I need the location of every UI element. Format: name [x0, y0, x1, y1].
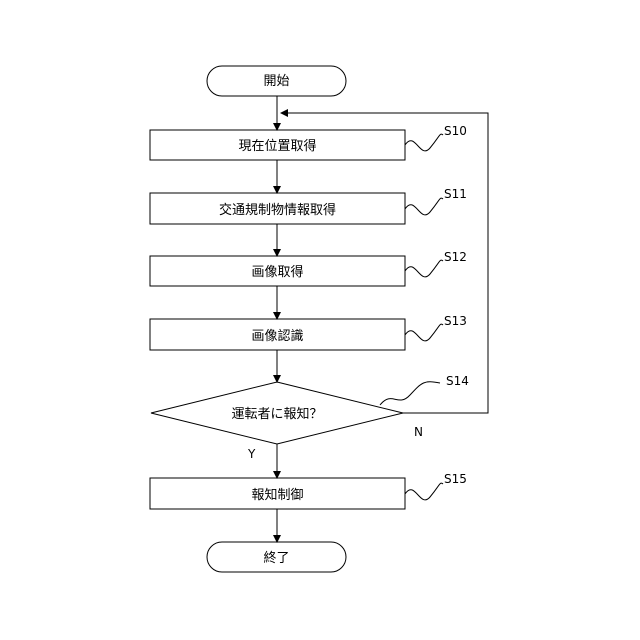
- step-leader-s12: [405, 260, 443, 277]
- process-label-s10: 現在位置取得: [238, 138, 316, 154]
- step-leader-s10: [405, 134, 443, 151]
- step-leader-s11: [405, 198, 443, 215]
- end-terminal: 終了: [207, 542, 346, 572]
- process-box-s15: 報知制御: [150, 478, 405, 509]
- process-box-s13: 画像認識: [150, 319, 405, 350]
- process-box-s10: 現在位置取得: [150, 130, 405, 160]
- decision-yes-label: Y: [247, 447, 256, 461]
- decision-label-s14: 運転者に報知？: [231, 406, 322, 422]
- decision-no-label: N: [414, 425, 423, 439]
- process-box-s11: 交通規制物情報取得: [150, 193, 405, 224]
- start-terminal: 開始: [207, 66, 346, 96]
- start-label: 開始: [263, 74, 289, 89]
- step-id-s13: S13: [444, 314, 467, 328]
- process-label-s15: 報知制御: [251, 487, 303, 503]
- step-id-s12: S12: [444, 250, 467, 264]
- process-label-s13: 画像認識: [251, 328, 303, 344]
- process-label-s11: 交通規制物情報取得: [219, 202, 336, 218]
- end-label: 終了: [263, 550, 289, 566]
- step-leader-s15: [405, 483, 443, 500]
- step-id-s11: S11: [444, 187, 467, 201]
- decision-diamond-s14: 運転者に報知？: [151, 382, 403, 444]
- step-leader-s14: [380, 382, 440, 405]
- step-id-s14: S14: [446, 374, 469, 388]
- process-box-s12: 画像取得: [150, 256, 405, 286]
- step-leader-s13: [405, 324, 443, 341]
- process-label-s12: 画像取得: [251, 264, 303, 280]
- step-id-s15: S15: [444, 472, 467, 486]
- step-id-s10: S10: [444, 124, 467, 138]
